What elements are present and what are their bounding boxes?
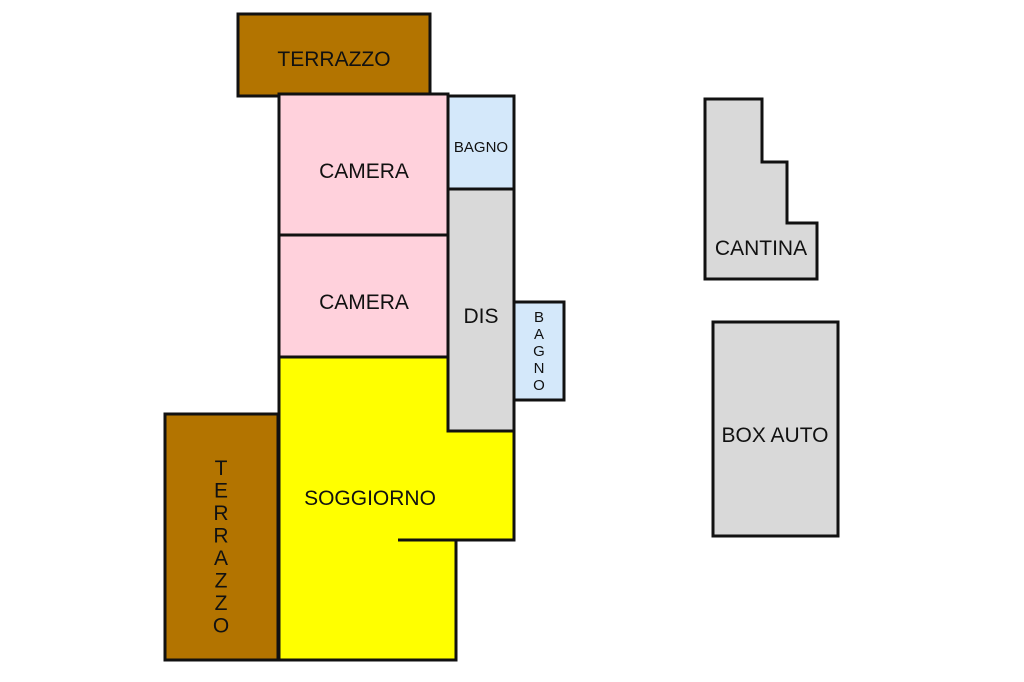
label-terrazzo-top: TERRAZZO	[277, 48, 390, 71]
room-camera-1	[277, 92, 450, 237]
room-bagno-1	[446, 94, 516, 191]
room-terrazzo-left	[163, 412, 280, 662]
label-camera-2: CAMERA	[319, 291, 409, 314]
label-cantina: CANTINA	[715, 237, 807, 260]
room-bagno-2	[512, 300, 566, 402]
room-terrazzo-top	[236, 12, 432, 98]
room-soggiorno	[277, 355, 516, 662]
label-camera-1: CAMERA	[319, 160, 409, 183]
room-box-auto	[711, 320, 840, 538]
label-bagno-1: BAGNO	[454, 139, 508, 156]
room-cantina	[703, 97, 819, 281]
room-camera-2	[277, 233, 450, 359]
label-soggiorno: SOGGIORNO	[304, 487, 436, 510]
label-dis: DIS	[463, 305, 498, 328]
label-box-auto: BOX AUTO	[722, 424, 829, 447]
